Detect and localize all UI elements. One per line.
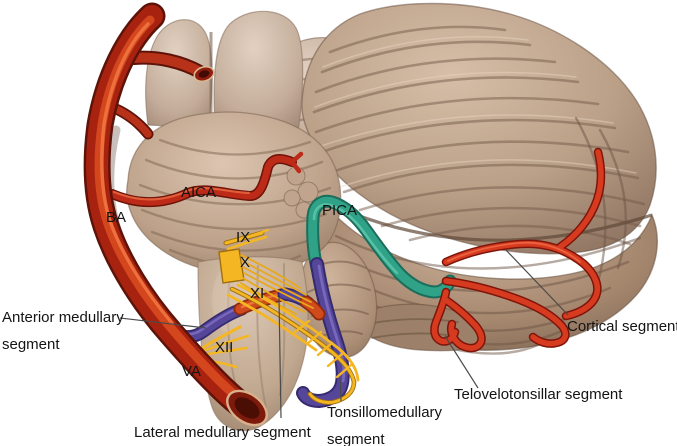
label-pica: PICA — [322, 202, 357, 219]
label-tonsillomedullary-2: segment — [327, 431, 385, 446]
aica-artery — [107, 151, 304, 208]
leader-lines — [119, 249, 569, 419]
basilar-vertebral-artery — [83, 2, 268, 427]
folia-upper — [312, 25, 646, 246]
midbrain — [145, 10, 304, 148]
label-nerve-ix: IX — [236, 229, 250, 246]
pica-artery — [159, 194, 457, 409]
label-nerve-xi: XI — [250, 285, 264, 302]
label-telovelotonsillar: Telovelotonsillar segment — [454, 386, 623, 403]
leader-tonsillomedullary — [339, 377, 342, 402]
leader-cortical — [505, 249, 569, 316]
cut-artery-lumen-top — [193, 65, 215, 83]
pica-cortical-branches — [430, 147, 606, 353]
label-anterior-medullary-1: Anterior medullary — [2, 309, 124, 326]
cut-artery-lumen-bottom — [226, 389, 268, 427]
label-lateral-medullary: Lateral medullary segment — [134, 424, 312, 441]
label-aica: AICA — [181, 184, 216, 201]
leader-telovelotonsillar — [444, 335, 479, 389]
leader-lateral-medullary — [278, 296, 282, 419]
label-tonsillomedullary-1: Tonsillomedullary — [327, 404, 443, 421]
cranial-nerve-x — [218, 248, 314, 315]
figure-labels: BA AICA PICA VA IX X XI XII Anterior med… — [2, 184, 677, 446]
cranial-nerve-ix — [223, 228, 270, 251]
cranial-nerve-xi — [226, 283, 360, 405]
label-va: VA — [182, 363, 201, 380]
label-anterior-medullary-2: segment — [2, 336, 60, 353]
flocculus — [283, 166, 319, 219]
label-nerve-xii: XII — [215, 339, 233, 356]
label-ba: BA — [106, 209, 126, 226]
label-cortical: Cortical segment — [567, 318, 677, 335]
leader-anterior-medullary — [119, 317, 207, 329]
label-nerve-x: X — [240, 254, 250, 271]
